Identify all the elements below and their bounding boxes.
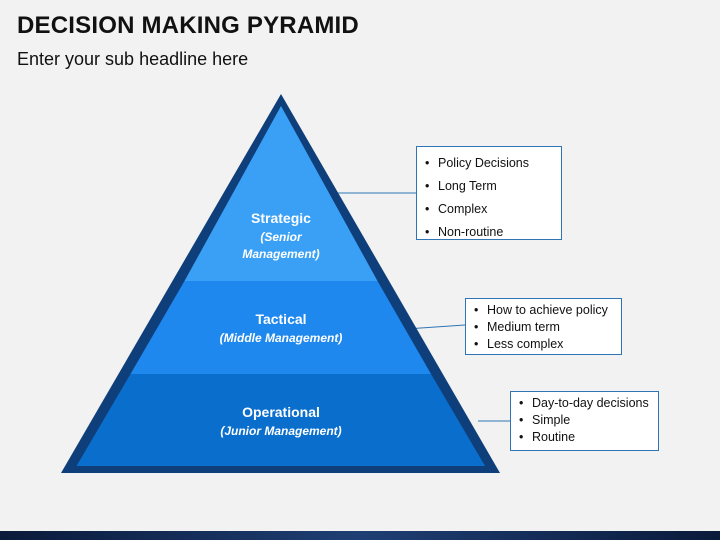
operational-points-list: Day-to-day decisions Simple Routine — [511, 395, 658, 446]
strategic-points-box: Policy Decisions Long Term Complex Non-r… — [416, 146, 562, 244]
strategic-layer — [184, 106, 378, 281]
list-item: Day-to-day decisions — [511, 395, 658, 412]
strategic-points-list: Policy Decisions Long Term Complex Non-r… — [417, 152, 561, 244]
operational-points-box: Day-to-day decisions Simple Routine — [510, 391, 659, 451]
list-item: Routine — [511, 429, 658, 446]
operational-sublabel: (Junior Management) — [220, 424, 341, 438]
list-item: Simple — [511, 412, 658, 429]
footer-bar — [0, 531, 720, 540]
list-item: Complex — [417, 198, 561, 221]
operational-layer — [76, 374, 485, 466]
page-subtitle: Enter your sub headline here — [17, 49, 249, 69]
list-item: Non-routine — [417, 221, 561, 244]
tactical-points-box: How to achieve policy Medium term Less c… — [465, 298, 622, 355]
page-title: DECISION MAKING PYRAMID — [17, 12, 359, 39]
operational-label: Operational — [242, 404, 320, 420]
list-item: Medium term — [466, 319, 621, 336]
tactical-sublabel: (Middle Management) — [220, 331, 343, 345]
strategic-label: Strategic — [251, 210, 311, 226]
tactical-points-list: How to achieve policy Medium term Less c… — [466, 302, 621, 353]
list-item: Long Term — [417, 175, 561, 198]
list-item: Less complex — [466, 336, 621, 353]
tactical-layer — [130, 281, 431, 374]
strategic-sublabel-line2: Management) — [242, 247, 319, 261]
strategic-sublabel-line1: (Senior — [260, 230, 303, 244]
tactical-label: Tactical — [255, 311, 306, 327]
list-item: Policy Decisions — [417, 152, 561, 175]
list-item: How to achieve policy — [466, 302, 621, 319]
